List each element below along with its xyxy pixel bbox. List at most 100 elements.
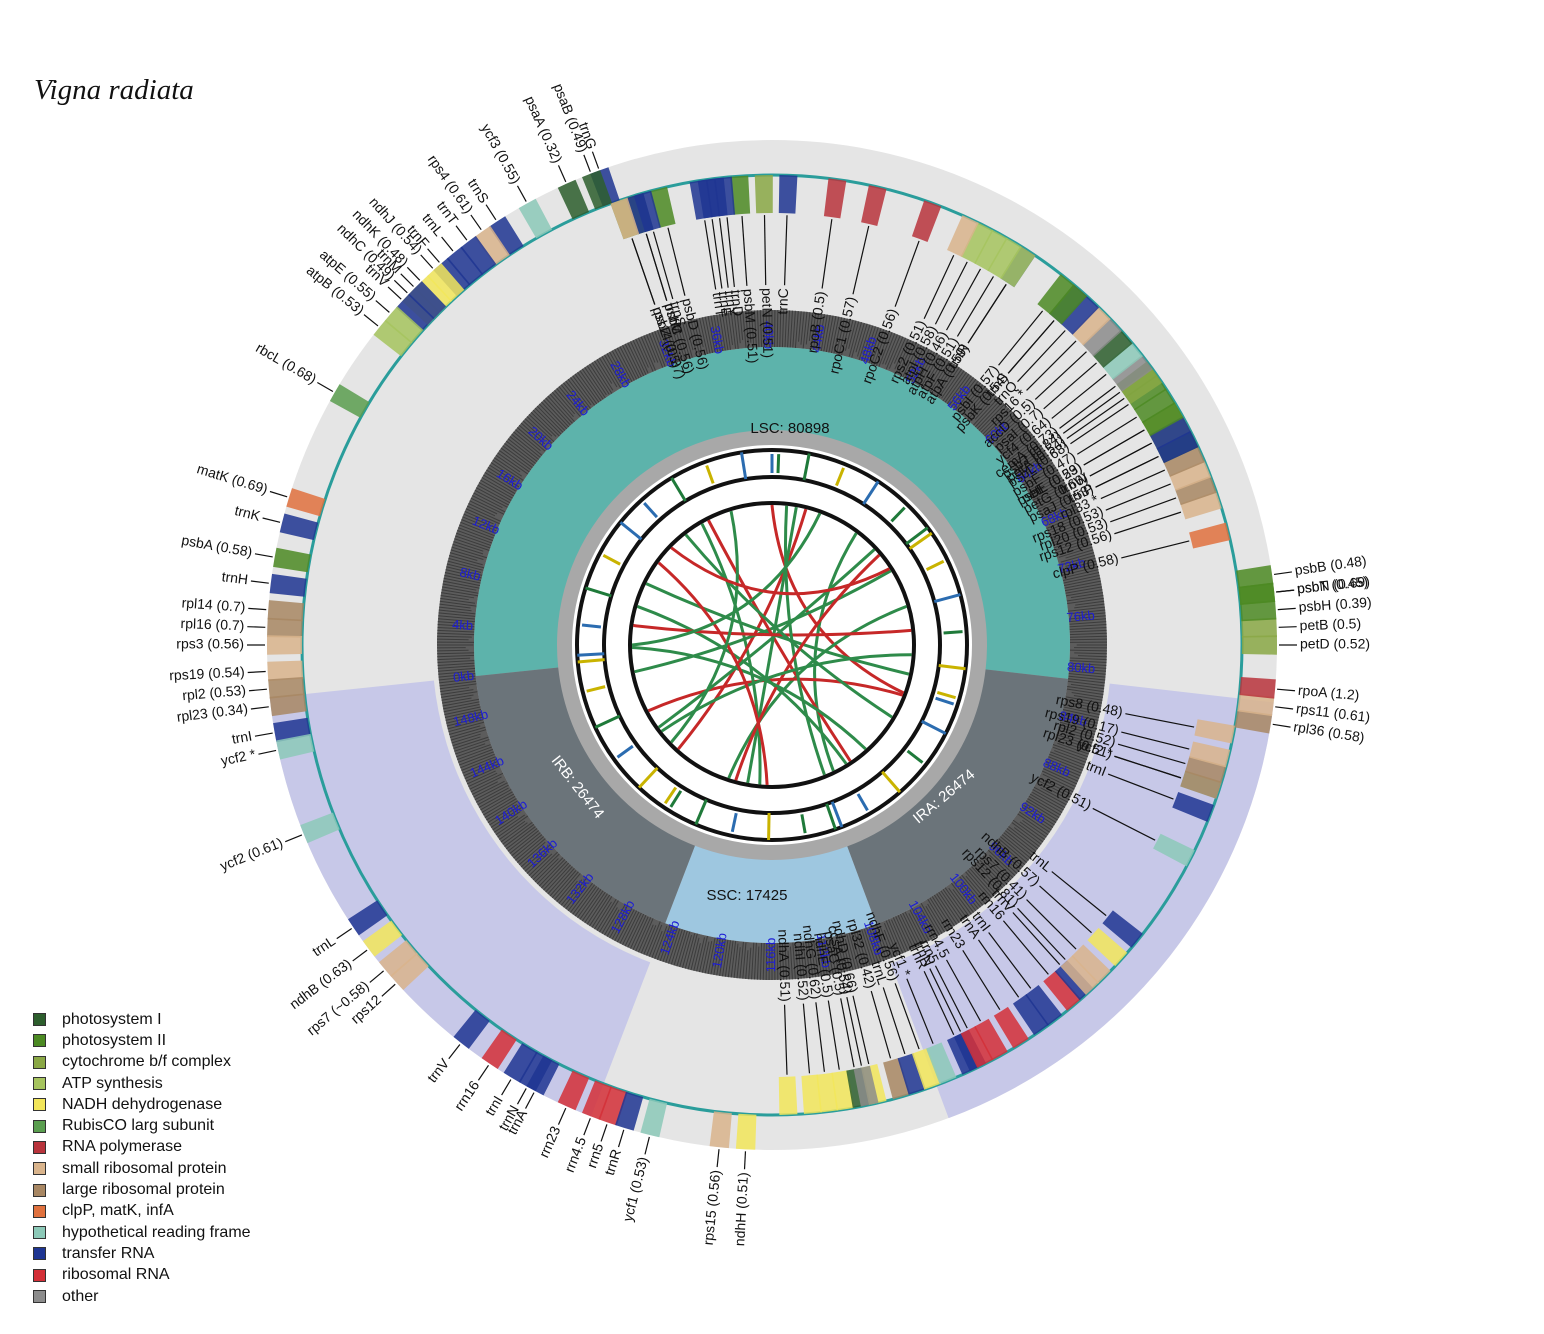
gc-bar [528,853,553,876]
gc-bar [838,318,848,356]
gene-block [1163,445,1205,477]
gene-leader [743,1151,747,1170]
gene-label: ndhA (0.51) [775,929,794,1002]
gc-bar [1074,603,1105,609]
gc-bar [464,761,504,780]
gc-bar [453,541,484,552]
gc-bar [486,797,523,821]
gene-block [993,1006,1029,1049]
legend-swatch [33,1077,46,1091]
gene-block [1240,600,1277,622]
gene-label: rpl16 (0.7) [180,615,244,633]
gc-bar [699,934,709,973]
gc-bar [518,424,550,452]
gene-leader [247,670,266,674]
gene-leader [393,279,408,294]
gc-bar [443,700,485,710]
gene-leader [1026,340,1077,391]
gc-bar [996,420,1022,444]
gc-bar [1025,799,1058,821]
gc-bar [437,649,469,652]
gc-bar [1021,807,1054,828]
legend-swatch [33,1140,46,1154]
gc-bar [1073,695,1103,701]
gene-block [625,192,654,235]
gc-bar [665,920,681,963]
gc-bar [437,632,481,636]
gc-bar [960,885,979,910]
gc-bar [549,393,579,426]
gc-bar [451,546,489,559]
gene-label: rbcL (0.68) [253,339,319,386]
kb-tick-label: 8kb [458,564,482,583]
gc-bar [792,941,796,980]
repeat-tick [776,454,781,474]
gc-bar [465,764,504,782]
gc-bar [614,908,633,942]
gc-bar [701,317,712,359]
gc-bar [439,606,472,612]
gene-leader [427,248,440,263]
gc-bar [810,312,817,350]
gene-label: trnT [710,291,730,319]
gc-bar [1023,464,1055,485]
gc-bar [437,618,480,623]
gc-bar [534,407,566,439]
gc-bar [994,422,1024,449]
gc-bar [515,833,548,861]
gc-bar [483,794,518,816]
gc-bar [762,310,765,353]
gene-leader [704,220,717,290]
gc-bar [721,933,730,977]
gc-bar [1070,657,1107,661]
gc-bar [947,377,975,412]
gc-bar [489,464,515,482]
repeat-tick [802,453,811,481]
gc-bar [492,811,521,831]
gc-bar [1065,659,1107,664]
gene-leader [375,300,390,313]
gc-bar [459,524,501,542]
gene-block [974,1018,1008,1061]
gene-leader [583,154,591,172]
gc-bar [724,940,732,977]
gc-bar [684,321,694,351]
gene-label: trnE [716,290,735,318]
gene-leader [882,987,906,1055]
gc-bar [1004,433,1033,457]
gc-bar [1008,442,1040,467]
gc-bar [659,926,673,961]
gc-bar [538,403,570,436]
gc-bar [662,928,675,962]
gc-bar [854,924,868,967]
gc-bar [1065,557,1096,567]
gc-bar [893,337,907,364]
gene-leader [1026,899,1077,950]
gene-leader [485,204,497,221]
repeat-tick [881,770,902,794]
repeat-tick [694,799,708,826]
gene-block [1236,565,1274,589]
gc-bar [834,942,843,973]
gc-bar [470,776,502,793]
gc-bar [446,566,490,578]
gene-leader [1002,920,1049,975]
gc-bar [863,929,876,964]
gc-bar [609,351,630,388]
gc-bar [579,370,603,403]
gc-bar [487,804,518,823]
gc-bar [941,882,967,919]
gc-bar [1057,705,1100,716]
gc-bar [463,513,498,529]
gc-bar [1058,554,1095,567]
gc-bar [640,336,657,372]
gc-bar [934,886,960,924]
gc-bar [696,318,704,348]
gc-bar [918,354,940,392]
gc-bar [1070,702,1101,710]
gc-bar [1002,831,1033,857]
gc-bar [452,736,481,747]
gc-bar [960,386,986,416]
gc-bar [1044,757,1082,774]
gc-bar [437,652,477,655]
